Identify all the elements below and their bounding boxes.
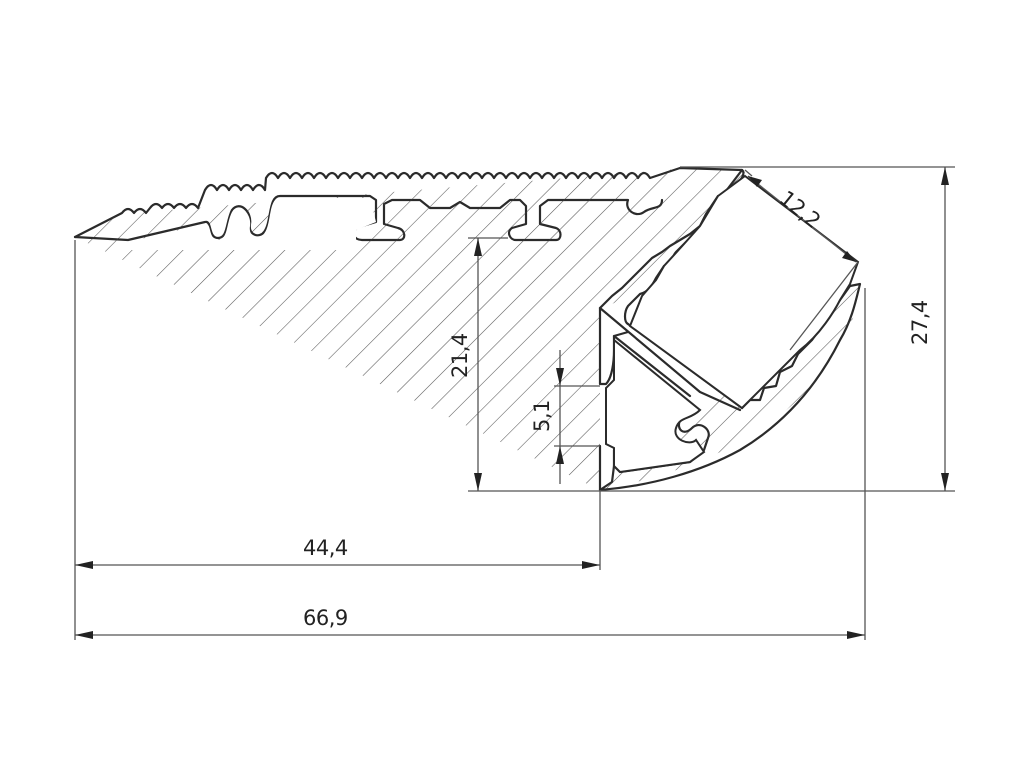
- dimension-overall-height-label: 27,4: [908, 300, 932, 345]
- underside-void: [128, 198, 376, 250]
- dimension-inner-height-label: 21,4: [448, 333, 472, 378]
- dimension-partial-width-label: 44,4: [303, 536, 348, 560]
- dimension-lines: [74, 166, 955, 640]
- dimension-slot-gap-label: 5,1: [530, 400, 554, 432]
- pocket-void: [605, 337, 706, 474]
- dimension-overall-width-label: 66,9: [303, 606, 348, 630]
- ramp-serrated-surface: [73, 166, 744, 239]
- channel-void: [628, 174, 860, 410]
